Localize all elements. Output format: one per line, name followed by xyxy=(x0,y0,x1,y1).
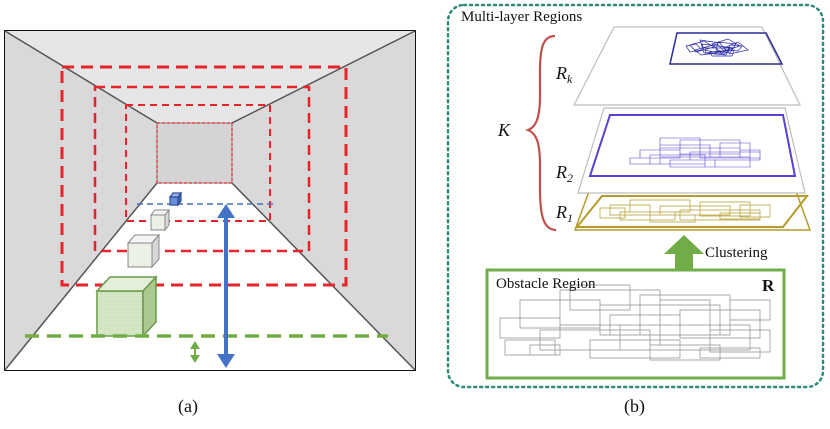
green-cube xyxy=(95,275,158,338)
edge-br xyxy=(231,182,416,371)
left-wall xyxy=(5,31,157,370)
caption-a: (a) xyxy=(178,396,198,416)
red-dashed-region-1 xyxy=(60,65,348,287)
green-double-arrow xyxy=(190,341,200,363)
back-wall xyxy=(156,122,233,184)
obstacle-region-box xyxy=(485,268,786,380)
blue-cube xyxy=(168,191,183,207)
r2-scribble xyxy=(629,137,761,168)
multi-layer-regions-title: Multi-layer Regions xyxy=(461,9,583,25)
layer-r2 xyxy=(577,107,806,194)
small-white-cube xyxy=(149,208,171,232)
panel-b xyxy=(446,3,825,389)
obstacle-region-label: Obstacle Region xyxy=(496,276,596,292)
obstacle-symbol: R xyxy=(762,276,775,295)
edge-tr xyxy=(231,30,416,124)
red-dashed-region-4 xyxy=(156,122,233,184)
panel-a-corridor xyxy=(4,30,416,371)
red-dashed-region-3 xyxy=(125,104,271,222)
edge-bl xyxy=(4,182,158,371)
k-brace xyxy=(524,34,557,232)
right-wall xyxy=(232,31,415,370)
r1-scribble xyxy=(599,199,771,223)
rk-scribble xyxy=(685,38,749,57)
clustering-arrow xyxy=(664,235,704,272)
blue-double-arrow xyxy=(217,204,235,368)
layer-label-rk: Rk xyxy=(556,63,573,86)
dotted-border xyxy=(446,3,825,389)
layer-rk xyxy=(573,26,801,106)
red-dashed-region-2 xyxy=(93,85,311,253)
layer-label-r1: R1 xyxy=(556,202,573,225)
caption-b: (b) xyxy=(624,396,645,416)
obstacle-scribble xyxy=(499,284,771,361)
k-label: K xyxy=(498,120,511,140)
ceiling-wall xyxy=(5,31,415,123)
edge-tl xyxy=(4,30,158,124)
layer-label-r2: R2 xyxy=(556,162,573,185)
clustering-label: Clustering xyxy=(705,245,768,261)
medium-white-cube xyxy=(126,233,161,269)
